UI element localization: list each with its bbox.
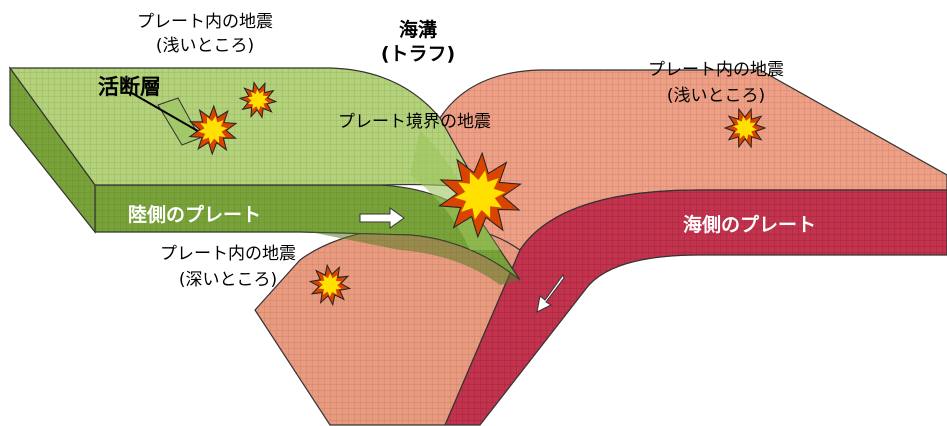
quake-shallow-left-small-starburst-icon: [238, 81, 278, 119]
label-intraplate-shallow-left-2: (浅いところ): [155, 36, 255, 56]
label-interplate: プレート境界の地震: [338, 112, 491, 132]
label-intraplate-shallow-left-1: プレート内の地震: [137, 12, 273, 32]
label-intraplate-shallow-right-1: プレート内の地震: [648, 60, 784, 80]
quake-shallow-right-starburst-icon: [723, 107, 767, 149]
label-land-plate: 陸側のプレート: [128, 204, 262, 226]
label-trench-1: 海溝: [398, 19, 438, 41]
label-intraplate-deep-2: (深いところ): [178, 270, 278, 290]
land-motion-arrow: [359, 207, 405, 229]
quake-interplate-starburst-icon: [437, 151, 523, 239]
quake-deep-starburst-icon: [308, 263, 352, 307]
label-trench-2: (トラフ): [380, 43, 456, 65]
label-intraplate-deep-1: プレート内の地震: [160, 244, 296, 264]
label-intraplate-shallow-right-2: (浅いところ): [666, 86, 766, 106]
slab-motion-arrow: [536, 273, 565, 313]
land-plate-top: [8, 67, 482, 191]
label-ocean-plate: 海側のプレート: [683, 214, 817, 236]
land-plate-wedge: [310, 232, 520, 285]
quake-active-fault-starburst-icon: [188, 104, 238, 156]
fault-pointer-line: [129, 91, 211, 139]
ocean-plate-front: [444, 189, 947, 426]
active-fault-plane: [157, 97, 201, 146]
label-active-fault: 活断層: [98, 75, 161, 99]
